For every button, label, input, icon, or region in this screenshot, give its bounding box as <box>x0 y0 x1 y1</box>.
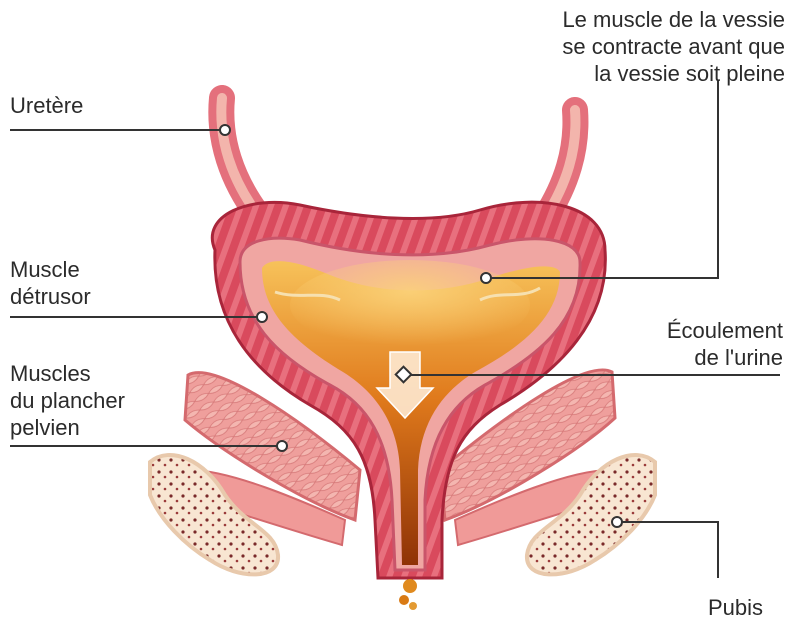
ureters <box>221 98 575 218</box>
marker-pelvic-floor <box>277 441 287 451</box>
marker-uretere <box>220 125 230 135</box>
urine-droplets <box>399 579 417 610</box>
label-detrusor: Muscle détrusor <box>10 256 91 310</box>
marker-pubis <box>612 517 622 527</box>
label-uretere: Uretère <box>10 92 83 119</box>
marker-detrusor <box>257 312 267 322</box>
marker-bladder-muscle <box>481 273 491 283</box>
label-pelvic-floor: Muscles du plancher pelvien <box>10 360 125 441</box>
label-bladder-muscle: Le muscle de la vessie se contracte avan… <box>465 6 785 87</box>
label-pubis: Pubis <box>643 594 763 621</box>
label-urine-flow: Écoulement de l'urine <box>583 317 783 371</box>
